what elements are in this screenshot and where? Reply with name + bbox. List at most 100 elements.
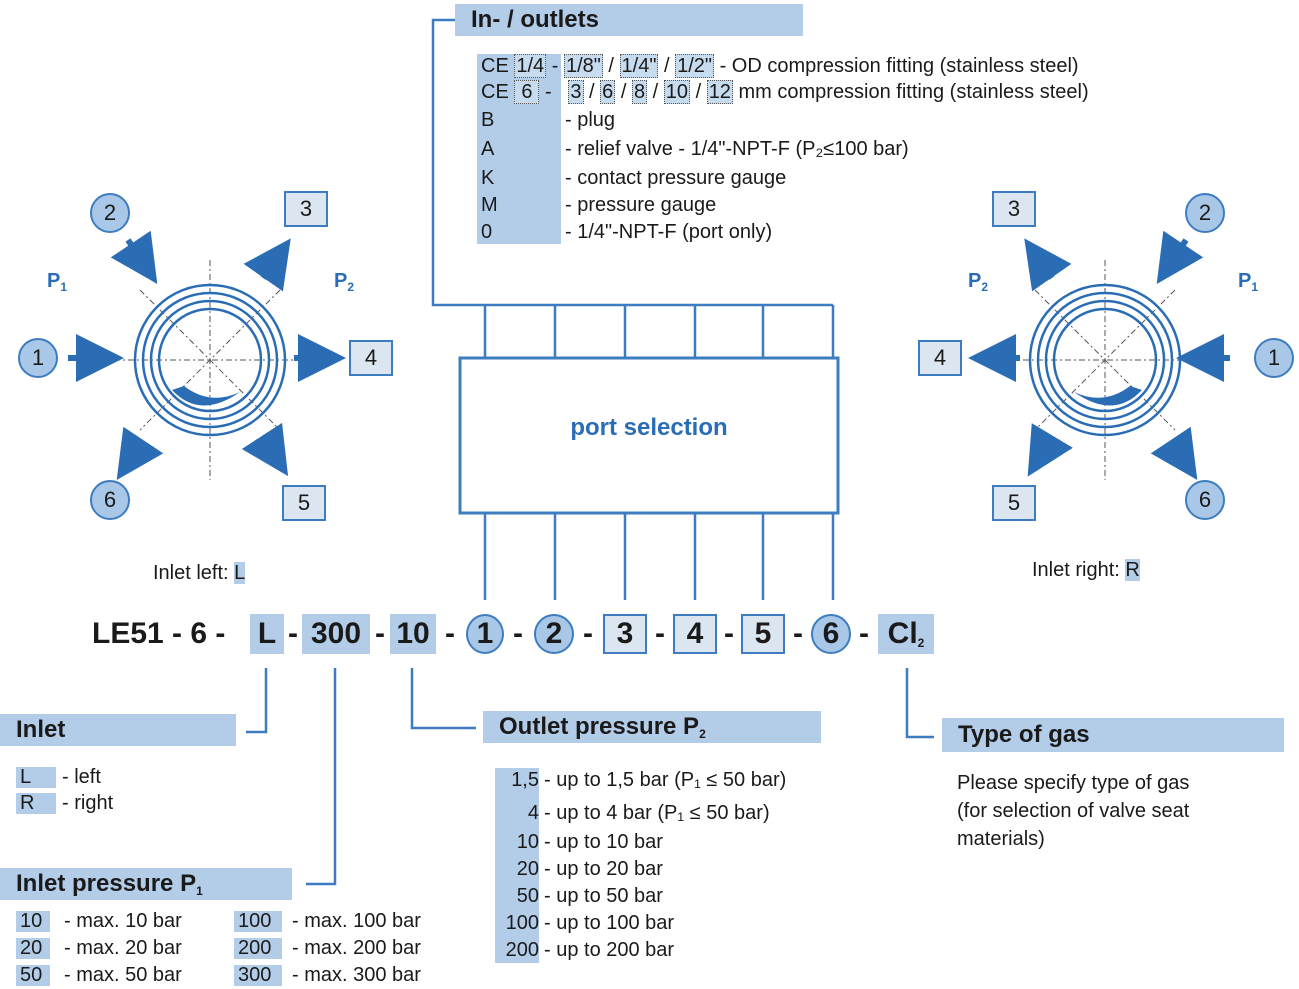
order-p2-code: 10 <box>390 614 436 654</box>
order-port-2: 2 <box>534 614 574 654</box>
left-port-1: 1 <box>18 338 58 378</box>
order-sep-6: - <box>655 617 665 650</box>
left-p2-label: P2 <box>334 270 355 294</box>
order-sep-3: - <box>445 617 455 650</box>
gas-type-header: Type of gas <box>942 718 1284 752</box>
order-sep-4: - <box>513 617 523 650</box>
p1-desc-300: - max. 300 bar <box>292 964 421 986</box>
inlet-desc-r: - right <box>62 792 114 814</box>
left-caption-code: L <box>234 562 246 584</box>
inlet-header: Inlet <box>0 714 236 746</box>
right-port-4: 4 <box>918 340 962 376</box>
right-p1-label: P1 <box>1238 270 1259 294</box>
order-sep-8: - <box>793 617 803 650</box>
p2-code-1-5: 1,5 <box>511 769 539 791</box>
left-port-6: 6 <box>90 480 130 520</box>
left-p1-label: P1 <box>47 270 68 294</box>
p2-desc-50: - up to 50 bar <box>544 885 663 907</box>
order-sep-9: - <box>859 617 869 650</box>
right-caption: Inlet right: R <box>1032 559 1140 581</box>
p2-code-4: 4 <box>527 802 539 824</box>
right-valve-diagram <box>968 230 1230 480</box>
right-caption-code: R <box>1125 559 1140 581</box>
outlets-row-b-desc: - plug <box>565 109 616 131</box>
inlet-code-r: R <box>20 792 35 814</box>
outlet-pressure-header: Outlet pressure P2 <box>483 711 821 743</box>
p1-code-200: 200 <box>238 937 272 959</box>
p1-code-200-bg <box>234 938 282 959</box>
right-port-2: 2 <box>1185 193 1225 233</box>
p2-code-100: 100 <box>505 912 539 934</box>
p1-desc-100: - max. 100 bar <box>292 910 421 932</box>
outlets-row-b-code: B <box>481 109 495 131</box>
p1-code-10-bg <box>16 911 50 932</box>
order-port-6: 6 <box>811 614 851 654</box>
p2-desc-1-5: - up to 1,5 bar (P₁ ≤ 50 bar) <box>544 769 787 791</box>
port-selection-label: port selection <box>570 414 728 441</box>
p1-code-50: 50 <box>20 964 43 986</box>
inlet-code-l: L <box>20 766 32 788</box>
order-sep-7: - <box>724 617 734 650</box>
outlets-row-a-desc: - relief valve - 1/4"-NPT-F (P₂≤100 bar) <box>565 138 909 160</box>
inlet-code-r-bg <box>16 793 56 814</box>
outlets-row-k-code: K <box>481 167 495 189</box>
p2-code-20: 20 <box>516 858 539 880</box>
outlets-row-k-desc: - contact pressure gauge <box>565 167 787 189</box>
outlets-row-m-desc: - pressure gauge <box>565 194 717 216</box>
order-port-4: 4 <box>673 614 717 654</box>
p2-code-10: 10 <box>516 831 539 853</box>
inlet-desc-l: - left <box>62 766 101 788</box>
left-port-3: 3 <box>284 191 328 227</box>
p2-desc-20: - up to 20 bar <box>544 858 663 880</box>
order-p1-code: 300 <box>302 614 370 654</box>
outlets-row-ce-inch: CE 1/4 - 1/8" / 1/4" / 1/2" - OD compres… <box>481 54 1079 78</box>
outlets-row-0-code: 0 <box>481 221 493 243</box>
gas-type-line-2: (for selection of valve seat <box>957 800 1190 822</box>
right-port-6: 6 <box>1185 480 1225 520</box>
order-port-5: 5 <box>741 614 785 654</box>
p1-desc-50: - max. 50 bar <box>64 964 182 986</box>
outlets-row-ce-mm: CE 6 - 3 / 6 / 8 / 10 / 12 mm compressio… <box>481 80 1089 104</box>
p1-code-300: 300 <box>238 964 272 986</box>
order-port-1: 1 <box>466 614 504 654</box>
p1-desc-20: - max. 20 bar <box>64 937 182 959</box>
p1-code-20: 20 <box>20 937 43 959</box>
left-port-2: 2 <box>90 193 130 233</box>
inlet-code-l-bg <box>16 767 56 788</box>
order-gas-code: Cl2 <box>878 614 934 654</box>
outlets-row-0-desc: - 1/4"-NPT-F (port only) <box>565 221 773 243</box>
p2-desc-4: - up to 4 bar (P₁ ≤ 50 bar) <box>544 802 770 824</box>
p2-desc-100: - up to 100 bar <box>544 912 675 934</box>
left-port-5: 5 <box>282 485 326 521</box>
order-inlet-code: L <box>250 614 284 654</box>
p1-code-100: 100 <box>238 910 272 932</box>
outlets-row-m-code: M <box>481 194 498 216</box>
p1-desc-200: - max. 200 bar <box>292 937 421 959</box>
right-port-5: 5 <box>992 485 1036 521</box>
order-sep-5: - <box>583 617 593 650</box>
p1-code-10: 10 <box>20 910 43 932</box>
right-p2-label: P2 <box>968 270 989 294</box>
gas-type-line-3: materials) <box>957 828 1045 850</box>
p2-desc-200: - up to 200 bar <box>544 939 675 961</box>
order-port-3: 3 <box>603 614 647 654</box>
outlets-row-a-code: A <box>481 138 495 160</box>
p2-desc-10: - up to 10 bar <box>544 831 663 853</box>
p2-code-200: 200 <box>505 939 539 961</box>
gas-type-line-1: Please specify type of gas <box>957 772 1190 794</box>
order-prefix: LE51 - 6 - <box>92 617 226 650</box>
left-valve-diagram <box>68 230 346 480</box>
order-sep-2: - <box>375 617 385 650</box>
right-port-3: 3 <box>992 191 1036 227</box>
p2-code-50: 50 <box>516 885 539 907</box>
p1-desc-10: - max. 10 bar <box>64 910 182 932</box>
left-caption: Inlet left: L <box>153 562 246 584</box>
p1-code-20-bg <box>16 938 50 959</box>
p1-code-300-bg <box>234 965 282 986</box>
p2-code-column <box>495 768 539 963</box>
p1-code-100-bg <box>234 911 282 932</box>
order-sep-1: - <box>288 617 298 650</box>
left-port-4: 4 <box>349 340 393 376</box>
outlets-header: In- / outlets <box>455 4 803 36</box>
